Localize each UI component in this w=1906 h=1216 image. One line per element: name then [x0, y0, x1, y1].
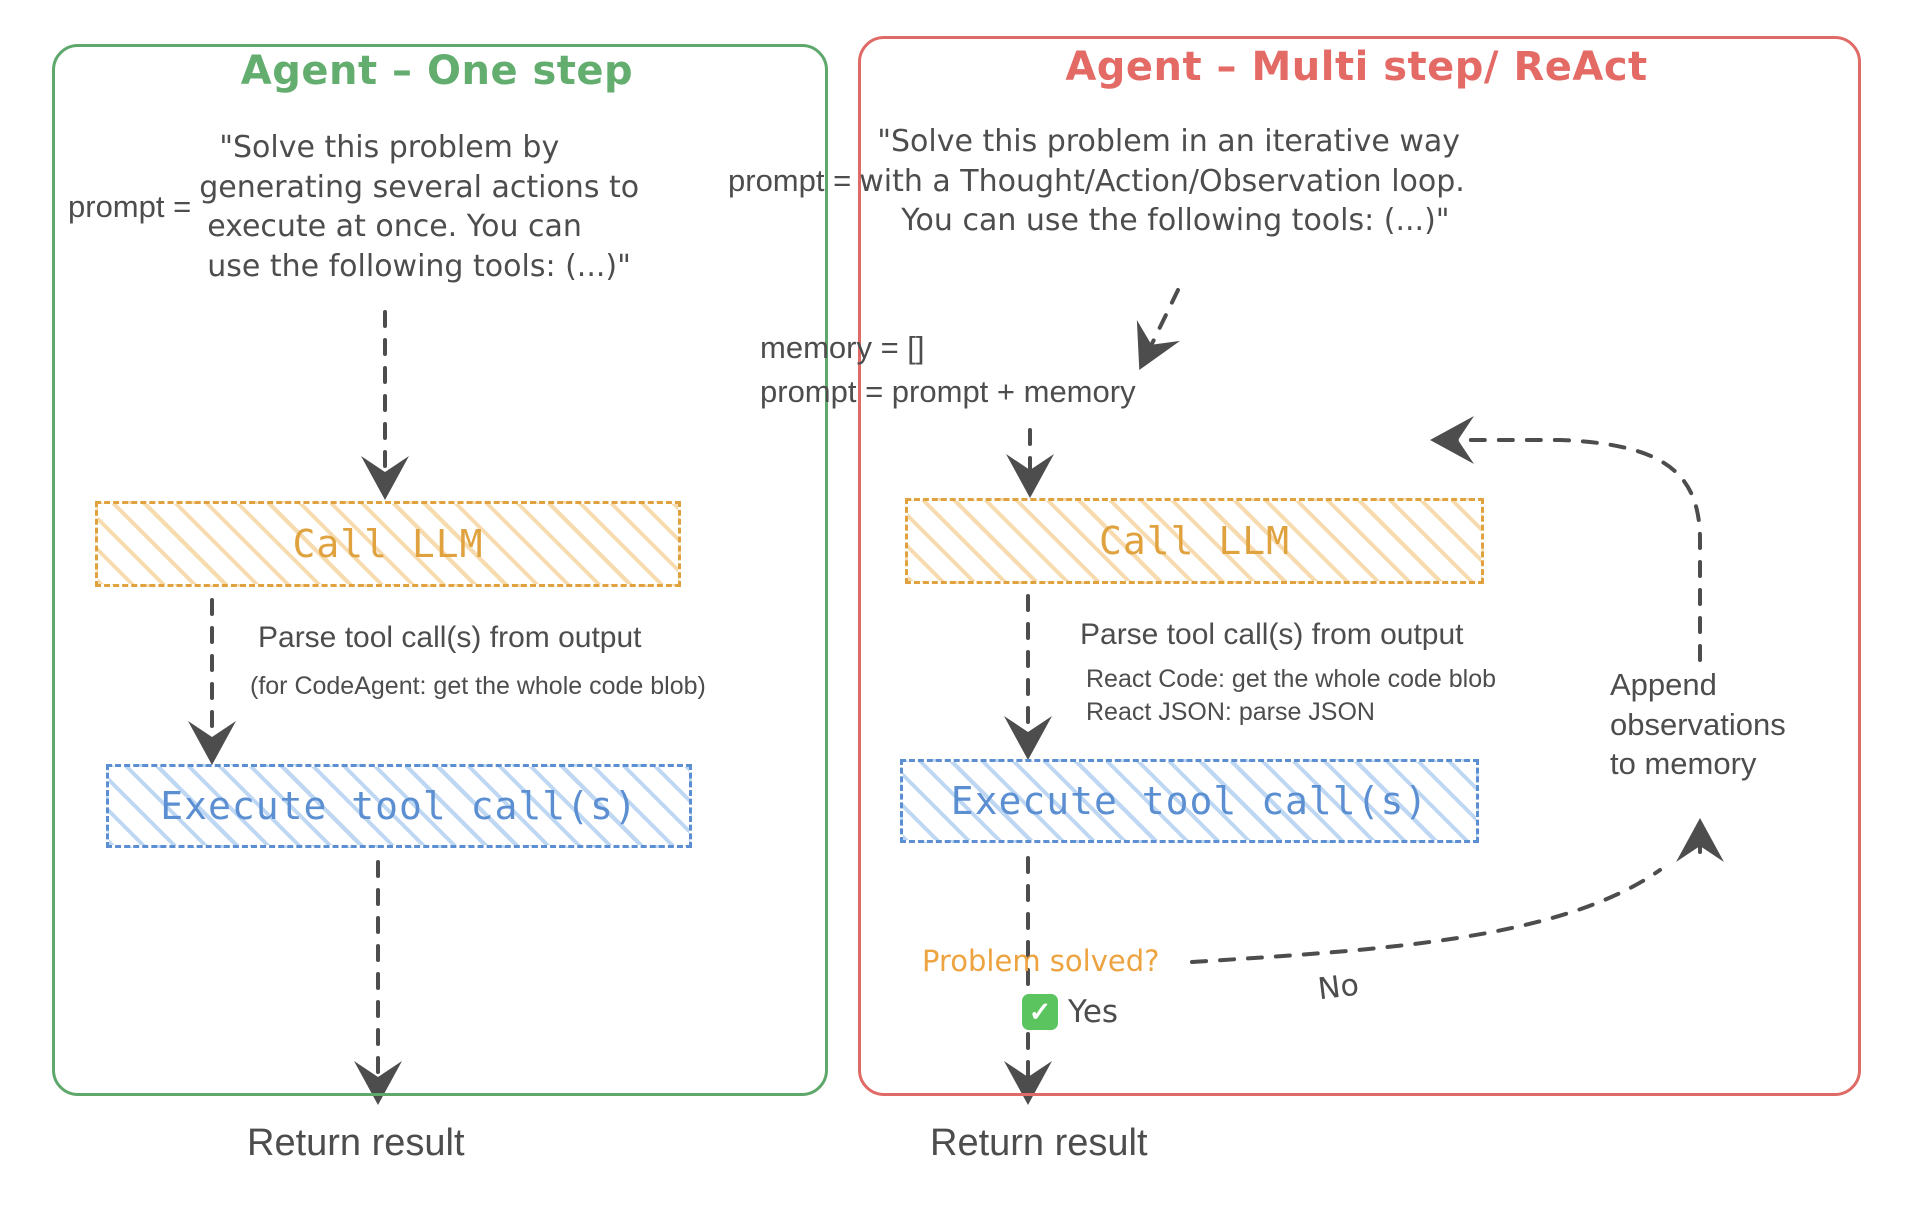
execute-tool-calls-label: Execute tool call(s): [950, 779, 1429, 823]
react-code-line: React Code: get the whole code blob: [1086, 665, 1496, 693]
react-json-line: React JSON: parse JSON: [1086, 697, 1375, 726]
decision-no-label: No: [1316, 967, 1361, 1008]
call-llm-box-right[interactable]: Call LLM: [905, 498, 1484, 584]
call-llm-label: Call LLM: [292, 522, 484, 566]
prompt-label-right: prompt =: [728, 163, 852, 199]
call-llm-box-left[interactable]: Call LLM: [95, 501, 681, 587]
append-line: Append: [1610, 667, 1717, 702]
prompt-line: execute at once. You can: [207, 209, 582, 245]
panel-multi-step-title: Agent – Multi step/ ReAct: [1065, 44, 1648, 90]
memory-line: memory = []: [760, 330, 925, 365]
parse-tool-calls-label-left: Parse tool call(s) from output: [258, 621, 642, 654]
panel-multi-step: [858, 36, 1861, 1096]
execute-tool-calls-box-right[interactable]: Execute tool call(s): [900, 759, 1479, 843]
append-observations-block: Append observations to memory: [1610, 665, 1786, 784]
parse-tool-calls-sublabel-right: React Code: get the whole code blob Reac…: [1086, 663, 1496, 728]
append-line: to memory: [1610, 746, 1757, 782]
decision-yes-label: Yes: [1068, 994, 1119, 1030]
call-llm-label: Call LLM: [1098, 519, 1291, 563]
panel-one-step: [52, 44, 828, 1096]
execute-tool-calls-label: Execute tool call(s): [160, 784, 638, 828]
execute-tool-calls-box-left[interactable]: Execute tool call(s): [106, 764, 692, 848]
prompt-block-right: prompt = "Solve this problem in an itera…: [728, 122, 1579, 241]
prompt-line: "Solve this problem in an iterative way: [877, 124, 1461, 159]
return-result-label-left: Return result: [247, 1122, 465, 1164]
memory-init-block: memory = [] prompt = prompt + memory: [760, 326, 1136, 414]
problem-solved-question: Problem solved?: [922, 944, 1160, 978]
prompt-block-left: prompt = "Solve this problem by generati…: [68, 128, 779, 286]
prompt-line: with a Thought/Action/Observation loop.: [859, 163, 1465, 199]
check-mark-icon: ✓: [1022, 994, 1058, 1030]
prompt-line: You can use the following tools: (...)": [901, 203, 1450, 239]
prompt-line: use the following tools: (...)": [207, 248, 631, 284]
prompt-text-left: "Solve this problem by generating severa…: [199, 128, 779, 286]
parse-tool-calls-sublabel-left: (for CodeAgent: get the whole code blob): [250, 672, 706, 700]
decision-yes-branch: ✓ Yes: [1022, 994, 1118, 1030]
append-line: observations: [1610, 706, 1786, 742]
panel-one-step-title: Agent – One step: [240, 48, 634, 94]
prompt-line: generating several actions to: [199, 169, 640, 205]
prompt-text-right: "Solve this problem in an iterative way …: [859, 122, 1579, 241]
return-result-label-right: Return result: [930, 1122, 1148, 1164]
parse-tool-calls-label-right: Parse tool call(s) from output: [1080, 618, 1464, 651]
prompt-plus-memory-line: prompt = prompt + memory: [760, 374, 1136, 410]
prompt-label-left: prompt =: [68, 189, 192, 225]
prompt-line: "Solve this problem by: [219, 130, 560, 165]
